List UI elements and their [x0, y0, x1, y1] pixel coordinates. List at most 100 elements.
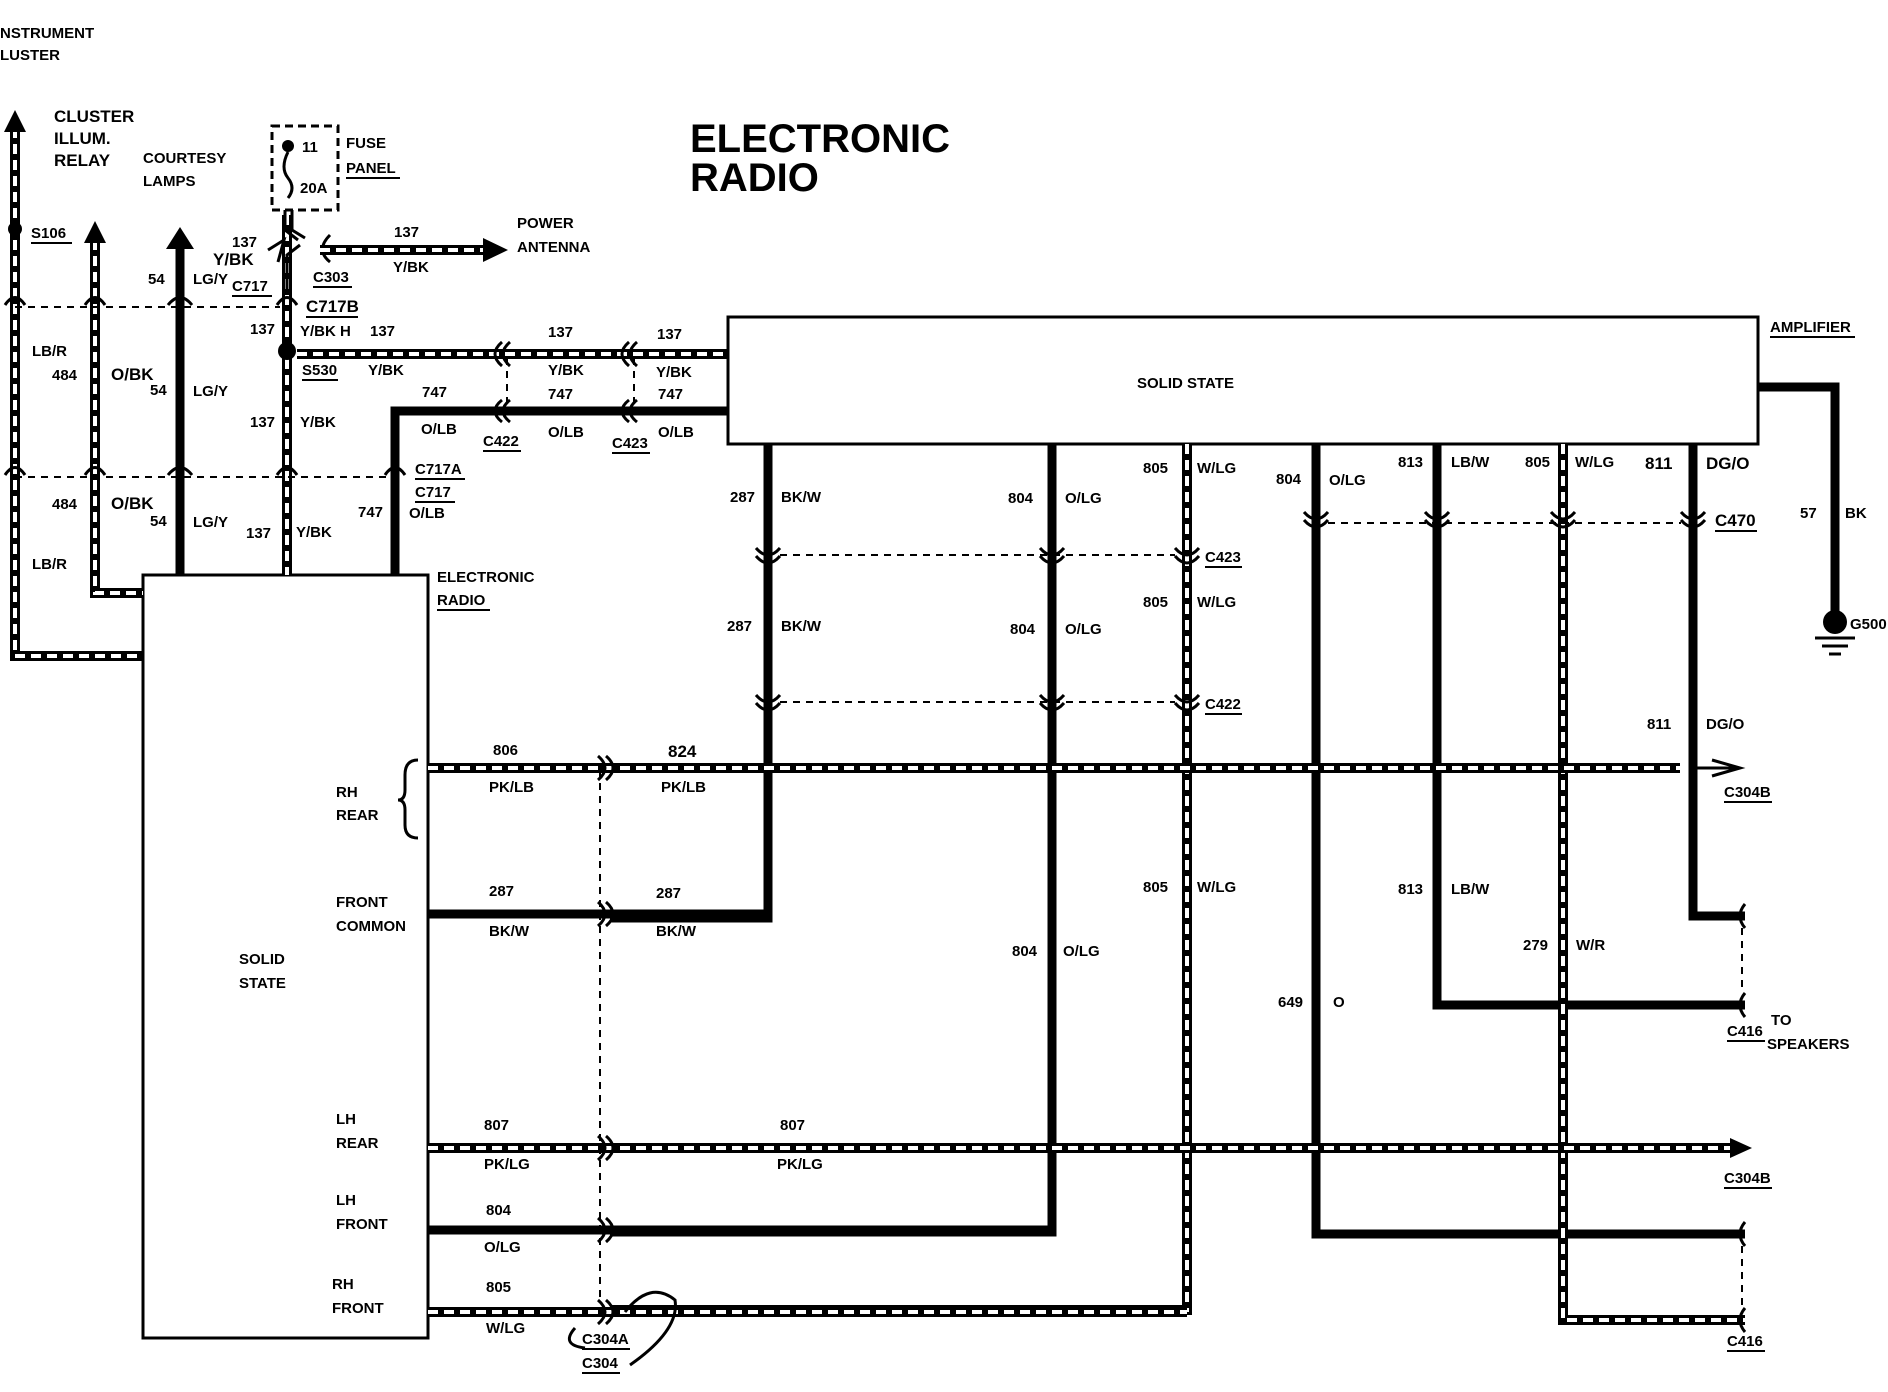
wire-label: 805 [486, 1279, 511, 1296]
label-c717a: C717A [415, 461, 462, 478]
radio-state-line2: STATE [239, 975, 286, 992]
wire-label: 137 [232, 234, 257, 251]
wire-label: O/LB [409, 505, 445, 522]
port-lh-rear-1: LH [336, 1111, 356, 1128]
speakers-line1: TO [1771, 1012, 1792, 1029]
wire-label: DG/O [1706, 716, 1745, 733]
wire-label: 137 [548, 324, 573, 341]
label-c304a: C304A [582, 1331, 629, 1348]
amplifier-box [726, 315, 1760, 446]
wire-label: Y/BK [368, 362, 404, 379]
wire-label: BK/W [489, 923, 530, 940]
arrow-c304b-icon [1711, 758, 1746, 778]
ground-label: G500 [1850, 616, 1887, 633]
label-c423-b: C423 [1205, 549, 1241, 566]
port-rh-rear-2: REAR [336, 807, 379, 824]
courtesy-lamps-line1: COURTESY [143, 150, 226, 167]
fuse-icon [282, 151, 294, 199]
wire-label: 649 [1278, 994, 1303, 1011]
wire-label: 287 [489, 883, 514, 900]
wire-747-down [390, 406, 417, 575]
wire-label: Y/BK [213, 250, 254, 269]
fuse-dot-icon [282, 140, 294, 152]
wire-fuse-out [283, 210, 299, 242]
wire-label: LB/R [32, 343, 67, 360]
wire-label: Y/BK [296, 524, 332, 541]
wire-label: O/LG [484, 1239, 521, 1256]
wire-label: O/LB [421, 421, 457, 438]
label-c304b-2: C304B [1724, 1170, 1771, 1187]
wire-lbr [10, 128, 143, 661]
port-lh-front-1: LH [336, 1192, 356, 1209]
wire-label: 804 [1008, 490, 1034, 507]
cluster-relay-line2: ILLUM. [54, 129, 111, 148]
connector-row-top [3, 296, 299, 306]
wire-label: 811 [1645, 454, 1672, 473]
wire-label: W/LG [1197, 879, 1236, 896]
wire-label: W/LG [1197, 594, 1236, 611]
wire-label: 824 [668, 742, 697, 761]
splice-s530-icon [278, 342, 296, 360]
wire-label: 279 [1523, 937, 1548, 954]
wire-label: 805 [1143, 594, 1168, 611]
wire-label: BK/W [781, 489, 822, 506]
port-lh-front-2: FRONT [336, 1216, 388, 1233]
power-antenna-line1: POWER [517, 215, 574, 232]
wire-label: O/LG [1065, 621, 1102, 638]
wire-label: 137 [246, 525, 271, 542]
wire-label: BK/W [656, 923, 697, 940]
label-c304b: C304B [1724, 784, 1771, 801]
ground-g500-icon [1823, 610, 1847, 634]
wire-label: W/LG [1197, 460, 1236, 477]
wire-label: O/BK [111, 494, 154, 513]
cluster-relay-line3: RELAY [54, 151, 111, 170]
arrow-power-antenna-icon [483, 238, 508, 262]
wire-label: DG/O [1706, 454, 1749, 473]
wire-label: 287 [727, 618, 752, 635]
wire-804-olg [610, 444, 1057, 1237]
connector-row-mid [3, 466, 407, 476]
wire-label: Y/BK [656, 364, 692, 381]
wire-label: PK/LB [489, 779, 534, 796]
fuse-panel-line1: FUSE [346, 135, 386, 152]
wire-fuse-out2 [290, 210, 306, 240]
wire-label: 747 [548, 386, 573, 403]
wire-label: 57 [1800, 505, 1817, 522]
radio-label-line1: ELECTRONIC [437, 569, 535, 586]
wire-label: 54 [150, 382, 167, 399]
wire-811-dgo [1688, 444, 1745, 921]
wire-label: 287 [656, 885, 681, 902]
c422-connectors [754, 693, 1201, 712]
wire-label: Y/BK H [300, 323, 351, 340]
wire-label: W/LG [486, 1320, 525, 1337]
wire-label: 137 [657, 326, 682, 343]
diagram-title-line1: ELECTRONIC [690, 117, 950, 161]
wire-label: 484 [52, 496, 78, 513]
port-rh-front-2: FRONT [332, 1300, 384, 1317]
label-c423: C423 [612, 435, 648, 452]
wire-649-o [1311, 444, 1745, 1239]
diagram-title-line2: RADIO [690, 156, 819, 200]
wire-label: 805 [1525, 454, 1550, 471]
c470-connectors [1302, 510, 1707, 529]
label-c416: C416 [1727, 1023, 1763, 1040]
wire-label: 807 [484, 1117, 509, 1134]
wire-label: 806 [493, 742, 518, 759]
wire-137-branch [285, 243, 301, 290]
arrow-cluster-icon [4, 110, 26, 132]
c416-connectors [1738, 903, 1747, 1333]
arrow-c304b2-icon [1730, 1138, 1752, 1158]
wire-label: 747 [422, 384, 447, 401]
wire-label: O [1333, 994, 1345, 1011]
wire-805-wlg [610, 444, 1192, 1315]
wire-label: PK/LG [777, 1156, 823, 1173]
c423-connectors [754, 546, 1201, 565]
fuse-panel-box [270, 124, 340, 212]
port-lh-rear-2: REAR [336, 1135, 379, 1152]
wire-label: 137 [250, 321, 275, 338]
wire-label: LG/Y [193, 383, 228, 400]
wire-label: O/LG [1065, 490, 1102, 507]
wire-label: Y/BK [393, 259, 429, 276]
label-c422: C422 [483, 433, 519, 450]
port-front-common-1: FRONT [336, 894, 388, 911]
